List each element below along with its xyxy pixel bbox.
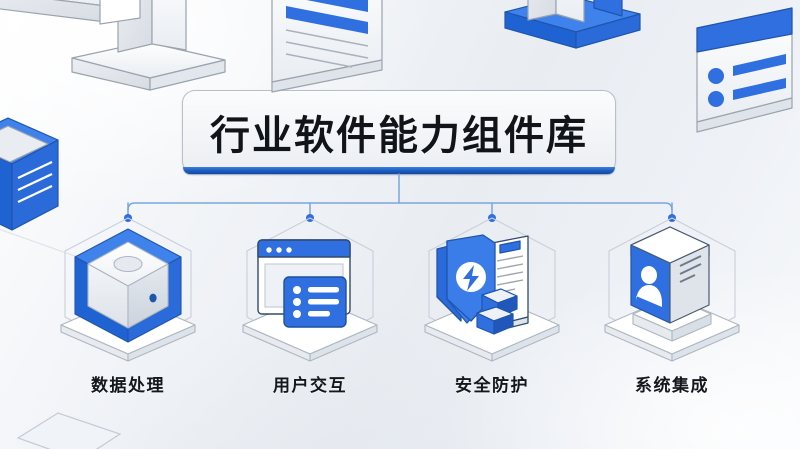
deco-left-box-icon — [0, 117, 59, 231]
node-label-system-integration: 系统集成 — [635, 376, 709, 396]
deco-top-right-column-icon — [527, 0, 623, 23]
node-user-interaction[interactable]: 用户交互 — [219, 213, 401, 403]
deco-top-left-platform-icon — [0, 0, 226, 91]
deco-top-right-panel-icon — [696, 7, 793, 133]
deco-top-card-icon — [271, 0, 383, 93]
cube-icon — [60, 217, 196, 362]
page-title: 行业软件能力组件库 — [210, 113, 588, 159]
shield-bolt-icon — [424, 217, 560, 362]
title-underline-bar — [183, 167, 615, 174]
node-data-processing[interactable]: 数据处理 — [37, 213, 219, 403]
title-box — [182, 90, 616, 174]
server-user-icon — [604, 217, 740, 362]
deco-bottom-left-diamond-icon — [16, 412, 122, 449]
node-label-security-protection: 安全防护 — [455, 376, 529, 396]
node-security-protection[interactable]: 安全防护 — [401, 213, 583, 403]
node-label-user-interaction: 用户交互 — [273, 376, 347, 396]
node-system-integration[interactable]: 系统集成 — [581, 213, 763, 403]
node-label-data-processing: 数据处理 — [91, 376, 165, 396]
window-list-icon — [242, 217, 378, 362]
